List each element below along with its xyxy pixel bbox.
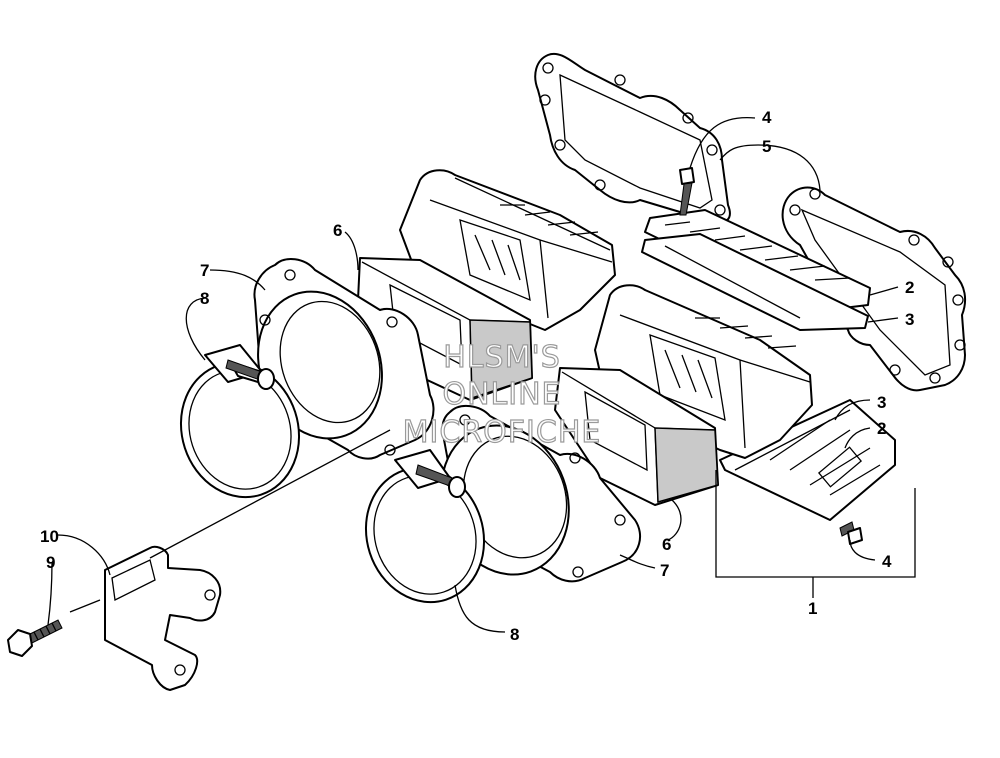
clamp-lower [364,449,486,604]
callout-3-lower: 3 [877,393,886,412]
callout-8-upper: 8 [200,289,209,308]
callout-2-lower: 2 [877,419,886,438]
callout-8-lower: 8 [510,625,519,644]
callout-2-upper: 2 [905,278,914,297]
clamp-screw-upper [225,359,275,390]
intake-spacer-upper [357,257,533,401]
gasket-upper [534,52,731,223]
watermark-line-1: HLSM'S [443,340,561,375]
callout-3-upper: 3 [905,310,914,329]
watermark-line-3: MICROFICHE [403,415,602,450]
gasket-lower [781,186,967,392]
callout-10: 10 [40,527,59,546]
watermark-line-2: ONLINE [442,377,561,412]
clamp-upper [179,344,301,499]
screw-lower [839,521,863,545]
callout-1: 1 [808,599,817,618]
callout-6-upper: 6 [333,221,342,240]
callout-4-upper: 4 [762,108,772,127]
reed-petal-lower [719,399,896,521]
callout-9: 9 [46,553,55,572]
reed-petal-upper [641,209,871,331]
mounting-bracket [104,545,222,691]
clamp-screw-lower [415,464,466,498]
screw-upper [679,167,695,216]
callout-5: 5 [762,137,771,156]
callout-7-upper: 7 [200,261,209,280]
callout-6-lower: 6 [662,535,671,554]
leader-lines [47,116,916,633]
callout-labels: 4 5 2 3 3 2 4 1 6 6 7 7 8 8 10 9 [40,108,914,644]
callout-4-lower: 4 [882,552,892,571]
hex-bolt [7,619,63,657]
watermark: HLSM'S ONLINE MICROFICHE [402,339,602,450]
callout-7-lower: 7 [660,561,669,580]
